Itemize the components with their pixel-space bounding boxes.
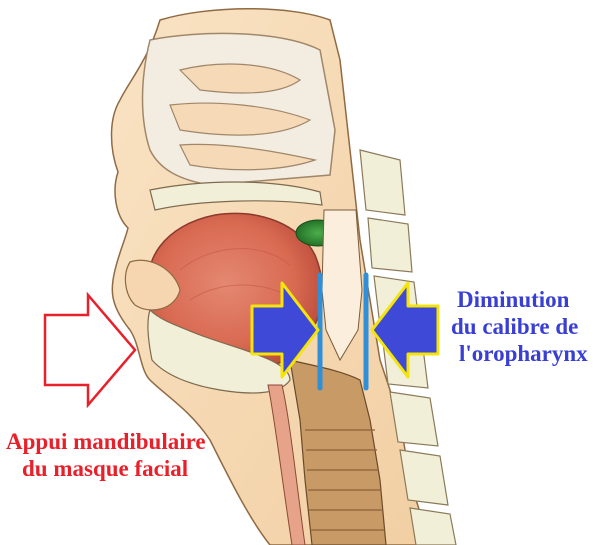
right-label-line-1: Diminution bbox=[457, 286, 588, 313]
left-label-line-1: Appui mandibulaire bbox=[6, 428, 206, 455]
right-label-line-2: du calibre de bbox=[451, 313, 588, 340]
oropharynx-reduction-label: Diminution du calibre de l'oropharynx bbox=[457, 286, 588, 367]
left-label-line-2: du masque facial bbox=[6, 455, 206, 482]
mandibular-support-label: Appui mandibulaire du masque facial bbox=[6, 428, 206, 482]
right-label-line-3: l'oropharynx bbox=[459, 340, 588, 367]
